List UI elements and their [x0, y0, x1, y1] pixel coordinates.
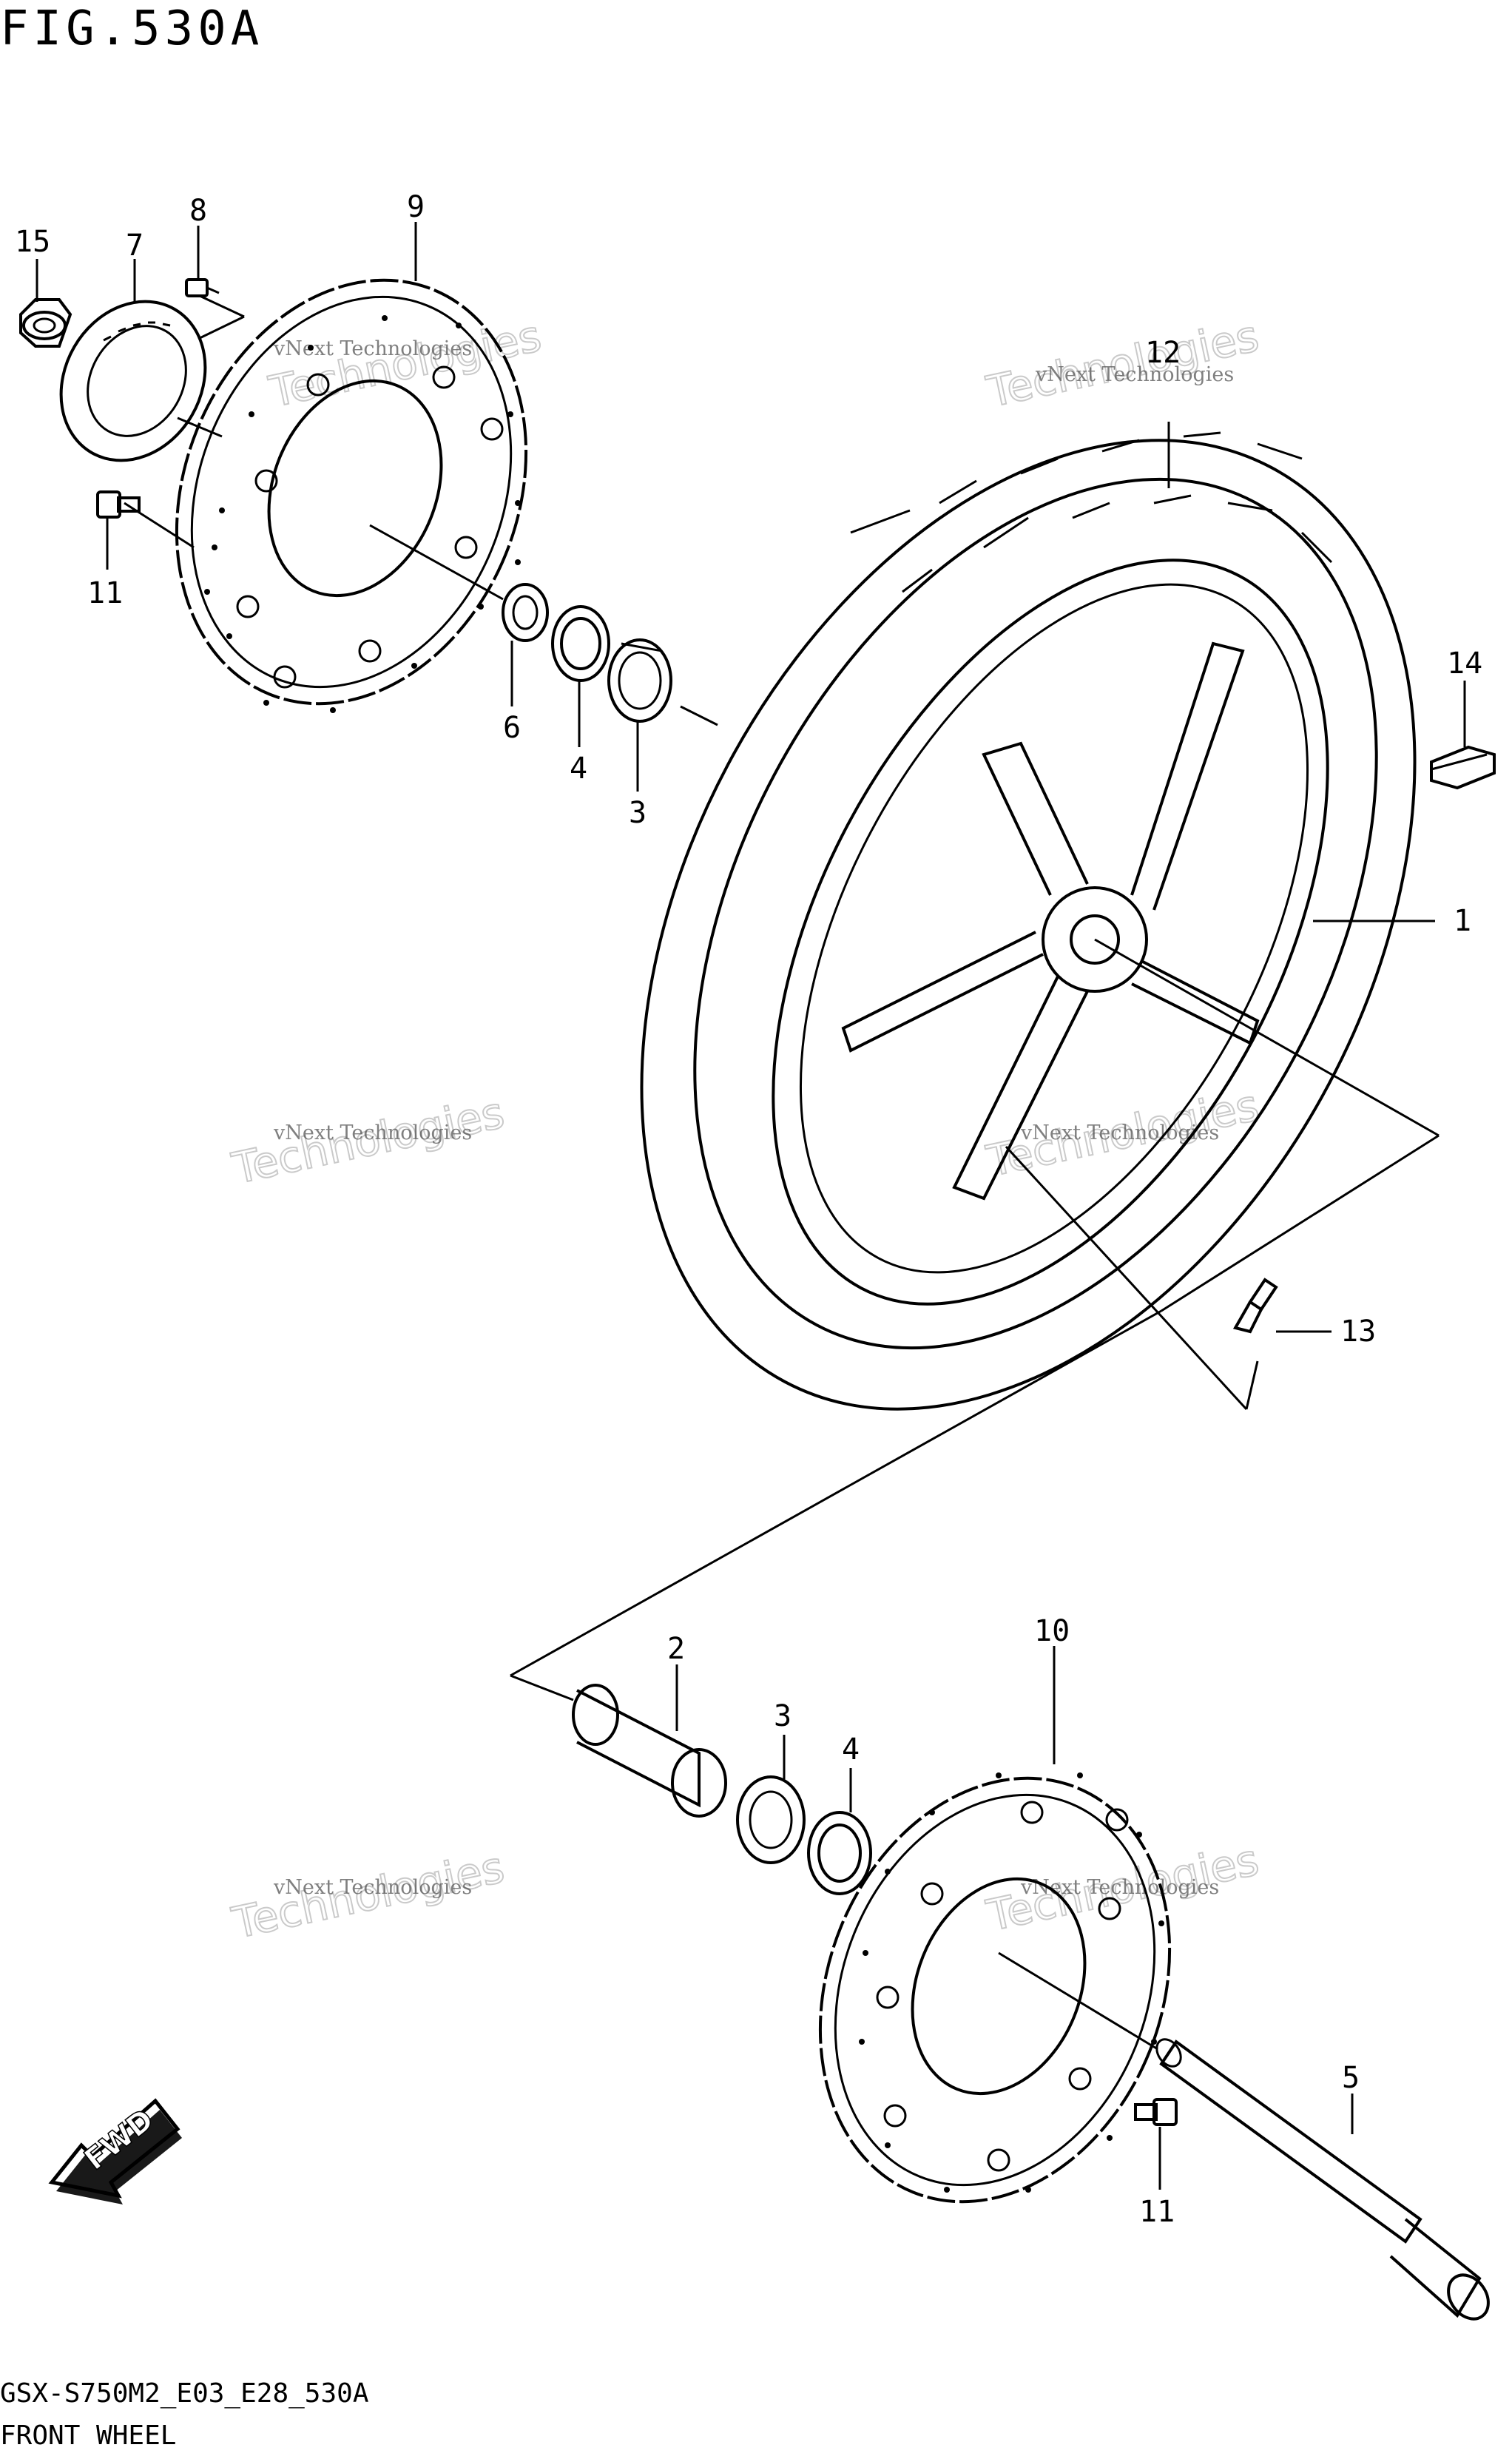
part-10-brake-disc	[818, 1772, 1172, 2204]
part-2-collar	[572, 1684, 727, 1818]
callout-6: 6	[503, 711, 521, 745]
part-7-sensor-rotor	[59, 300, 207, 462]
watermark-small: vNext Technologies	[273, 1121, 472, 1144]
callout-10: 10	[1034, 1614, 1070, 1648]
leader-lines	[36, 222, 1466, 2190]
part-13-valve	[1232, 1278, 1278, 1334]
callout-3-lower: 3	[774, 1699, 792, 1733]
watermark-small: vNext Technologies	[273, 337, 472, 360]
callout-15: 15	[15, 225, 50, 259]
part-15-nut	[19, 298, 72, 348]
callout-7: 7	[126, 229, 144, 263]
part-12-tire	[640, 431, 1417, 1411]
callout-11-upper: 11	[87, 576, 123, 610]
callout-12: 12	[1145, 336, 1181, 370]
assembly-guide-lines	[124, 294, 1440, 2051]
part-3-bearing-lower	[736, 1775, 806, 1864]
part-9-brake-disc	[175, 278, 528, 713]
model-code: GSX-S750M2_E03_E28_530A	[0, 2378, 369, 2409]
callout-9: 9	[407, 190, 425, 224]
part-14-balance-weight	[1430, 745, 1496, 790]
part-1-wheel	[772, 559, 1329, 1306]
part-11-bolt-lower	[1134, 2098, 1178, 2126]
watermark-small: vNext Technologies	[1020, 1876, 1219, 1899]
callout-1: 1	[1454, 904, 1471, 938]
watermark-small: vNext Technologies	[273, 1876, 472, 1899]
callout-11-lower: 11	[1139, 2195, 1175, 2229]
figure-title: FIG.530A	[0, 1, 264, 56]
watermark-small: vNext Technologies	[1020, 1121, 1219, 1144]
part-5-axle	[1155, 2038, 1490, 2321]
callout-4-lower: 4	[842, 1733, 860, 1767]
callout-14: 14	[1447, 647, 1482, 681]
callout-13: 13	[1340, 1315, 1376, 1349]
callout-8: 8	[189, 194, 207, 228]
part-3-bearing-upper	[607, 638, 672, 723]
part-4-oil-seal-upper	[551, 605, 610, 682]
part-8-screw	[185, 278, 220, 297]
watermark-group: Technologies vNext Technologies Technolo…	[227, 310, 1264, 1949]
callout-3-upper: 3	[629, 796, 647, 830]
callout-4-upper: 4	[570, 752, 587, 786]
part-11-bolt-upper	[96, 490, 141, 519]
part-6-spacer	[502, 583, 549, 642]
callout-2: 2	[667, 1632, 685, 1666]
fwd-arrow-icon: FWD	[48, 2098, 182, 2204]
watermark-small: vNext Technologies	[1035, 363, 1234, 386]
part-4-oil-seal-lower	[807, 1811, 872, 1895]
callout-5: 5	[1342, 2061, 1360, 2095]
part-name: FRONT WHEEL	[0, 2420, 177, 2451]
callouts: 15 7 8 9 11 6 4 3 12 14 1 13 2 3 4 10 5 …	[15, 190, 1482, 2229]
